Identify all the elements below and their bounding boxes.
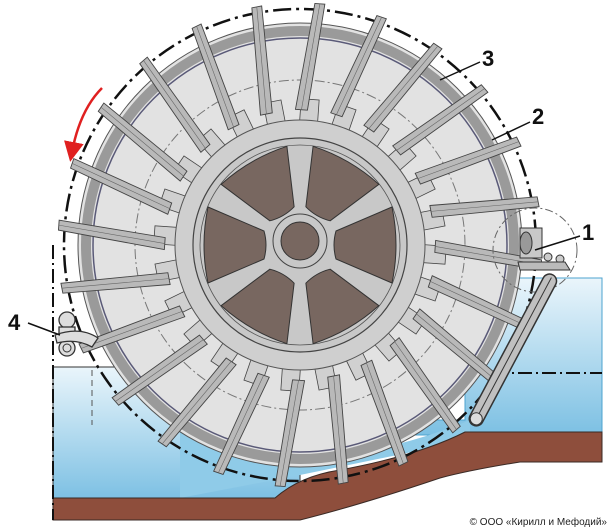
hub-window bbox=[220, 145, 295, 222]
label-1: 1 bbox=[582, 220, 594, 245]
hub-window bbox=[305, 145, 380, 222]
hub-window bbox=[203, 206, 267, 284]
hub-window bbox=[333, 206, 397, 284]
channel-bed bbox=[52, 431, 603, 521]
leader-1 bbox=[534, 235, 581, 251]
hub-window bbox=[305, 268, 380, 345]
rotation-direction-arrow bbox=[64, 87, 103, 162]
bearing-support bbox=[492, 207, 578, 293]
leader-4 bbox=[27, 322, 61, 336]
leader-3 bbox=[439, 61, 481, 81]
label-3: 3 bbox=[482, 46, 494, 71]
hub-window bbox=[220, 268, 295, 345]
label-2: 2 bbox=[532, 104, 544, 129]
wheel-inner-ring bbox=[134, 79, 466, 411]
hub-inner-line bbox=[199, 144, 401, 346]
inclined-gate bbox=[468, 273, 558, 427]
wheel-rim-line bbox=[92, 37, 508, 453]
wheel-rim bbox=[81, 26, 519, 464]
hub-windows bbox=[203, 145, 397, 345]
roller-guide bbox=[54, 311, 99, 357]
leader-2 bbox=[491, 121, 531, 141]
blade bbox=[313, 358, 349, 485]
copyright: © ООО «Кирилл и Мефодий» bbox=[469, 517, 607, 528]
label-4: 4 bbox=[8, 310, 21, 335]
axle bbox=[280, 221, 320, 261]
